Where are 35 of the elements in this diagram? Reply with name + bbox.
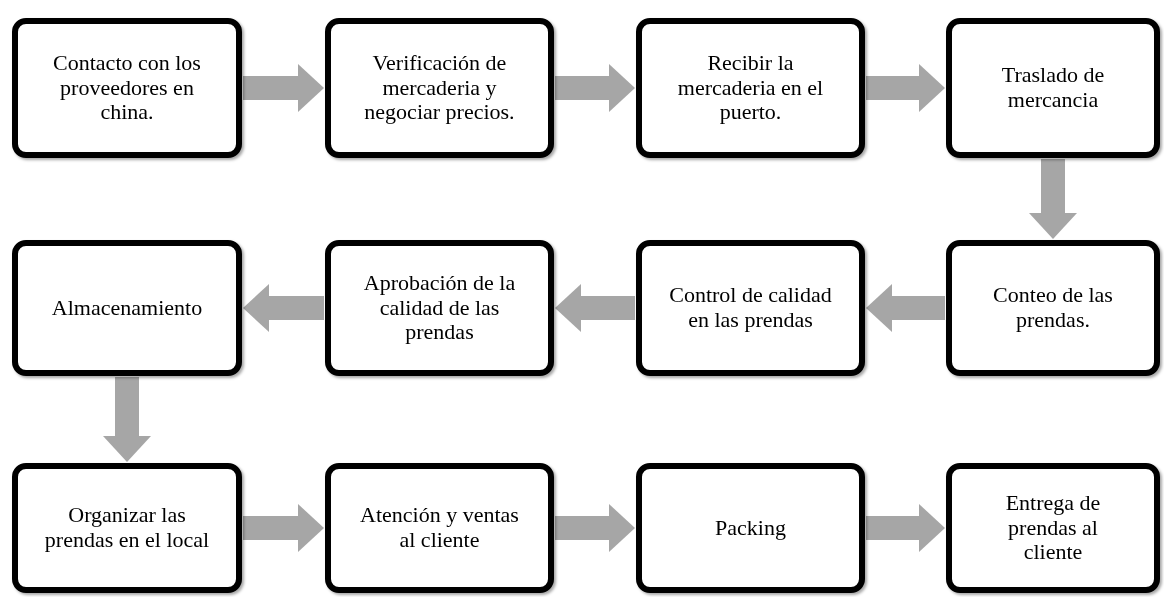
- step-label: Verificación de mercaderia y negociar precios.: [363, 51, 516, 125]
- block-arrow: [243, 64, 324, 112]
- step-label: Recibir la mercaderia en el puerto.: [676, 51, 825, 125]
- block-arrow: [555, 284, 635, 332]
- block-arrow: [103, 377, 151, 462]
- process-box: [325, 240, 554, 376]
- block-arrow: [243, 284, 324, 332]
- block-arrow: [555, 504, 635, 552]
- block-arrow: [243, 504, 324, 552]
- process-box: [325, 18, 554, 158]
- process-box: [636, 463, 865, 593]
- process-box: [636, 18, 865, 158]
- step-label: Traslado de mercancia: [1000, 63, 1106, 113]
- process-box: [946, 240, 1160, 376]
- step-label: Contacto con los proveedores en china.: [52, 51, 202, 125]
- step-label: Control de calidad en las prendas: [668, 283, 833, 333]
- step-label: Packing: [715, 515, 786, 541]
- block-arrow: [1029, 159, 1077, 239]
- process-box: [325, 463, 554, 593]
- process-box: [12, 463, 242, 593]
- step-label: Organizar las prendas en el local: [44, 503, 210, 553]
- step-label: Conteo de las prendas.: [992, 283, 1114, 333]
- block-arrow: [866, 504, 945, 552]
- step-label: Almacenamiento: [51, 295, 203, 321]
- process-box: [946, 463, 1160, 593]
- process-box: [12, 240, 242, 376]
- block-arrow: [866, 284, 945, 332]
- block-arrow: [555, 64, 635, 112]
- step-label: Atención y ventas al cliente: [359, 503, 520, 553]
- process-box: [12, 18, 242, 158]
- step-label: Entrega de prendas al cliente: [1004, 491, 1102, 565]
- step-label: Aprobación de la calidad de las prendas: [362, 271, 517, 345]
- block-arrow: [866, 64, 945, 112]
- process-box: [636, 240, 865, 376]
- process-box: [946, 18, 1160, 158]
